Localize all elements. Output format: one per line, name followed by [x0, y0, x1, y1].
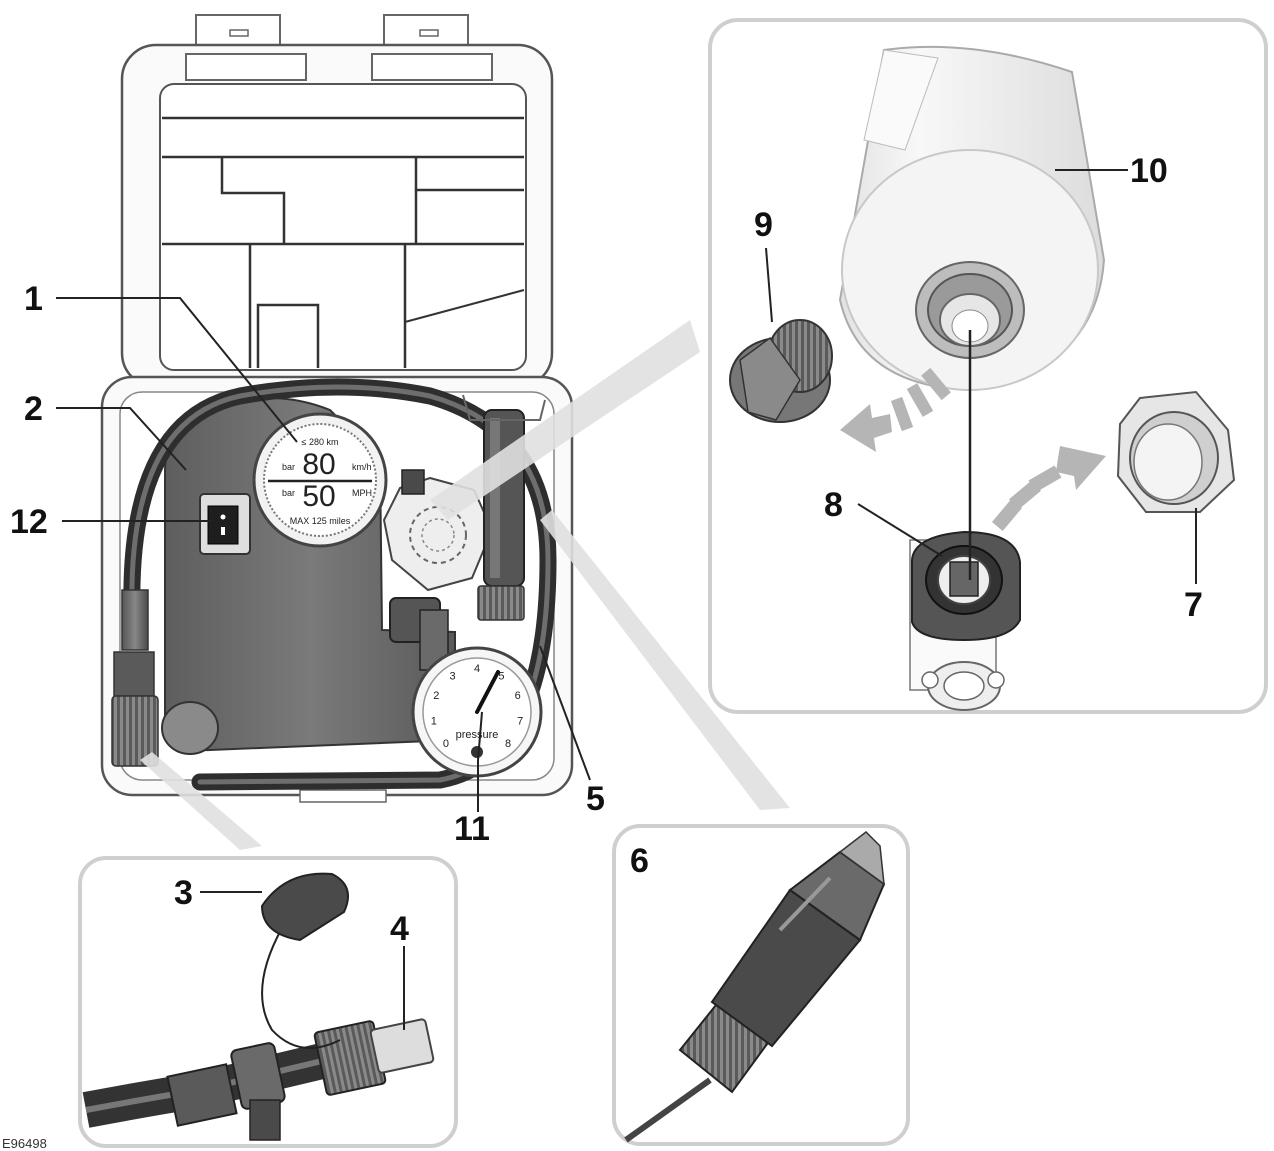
arrow-remove-cap	[840, 367, 951, 452]
speed-mph-value: 50	[302, 480, 335, 513]
gauge-scale-label: 6	[515, 690, 521, 702]
speed-bar-left: bar	[282, 462, 295, 472]
power-plug-panel	[612, 824, 910, 1146]
figure-reference: E96498	[2, 1136, 47, 1151]
callout-3: 3	[174, 874, 193, 912]
speed-kmh-unit: km/h	[352, 462, 372, 472]
sealant-bottle-panel	[708, 18, 1268, 714]
speed-mph-unit: MPH	[352, 488, 372, 498]
callout-6: 6	[630, 842, 649, 880]
hose-end-panel	[78, 856, 458, 1148]
gauge-scale-label: 1	[431, 716, 437, 728]
callout-12: 12	[10, 503, 48, 541]
callout-11: 11	[454, 810, 490, 848]
speed-bar-right: bar	[282, 488, 295, 498]
callout-9: 9	[754, 206, 773, 244]
gauge-label: pressure	[456, 729, 499, 741]
callout-8: 8	[824, 486, 843, 524]
compressor-bottle-connector	[909, 530, 1021, 711]
callout-10: 10	[1130, 152, 1168, 190]
speed-kmh-value: 80	[302, 448, 335, 481]
callout-7: 7	[1184, 586, 1203, 624]
callout-2: 2	[24, 390, 43, 428]
callout-numbers: 1 2 12 5 11 10 9 8 7 3 4 6	[10, 152, 1203, 948]
gauge-scale-label: 3	[450, 670, 456, 682]
gauge-scale-label: 5	[498, 670, 504, 682]
arrow-remove-seal	[991, 446, 1106, 531]
callout-1: 1	[24, 280, 43, 318]
callout-5: 5	[586, 780, 605, 818]
power-switch	[199, 493, 251, 555]
gauge-scale-label: 0	[443, 738, 449, 750]
pressure-gauge: 01 23 4 56 78 pressure	[411, 646, 543, 778]
hose-junction	[389, 597, 449, 671]
lid-compartments	[162, 116, 525, 368]
hose-valve-connector	[111, 589, 159, 767]
leader-lines-main	[56, 297, 591, 812]
seal-cap	[1116, 390, 1236, 513]
callout-4: 4	[390, 910, 409, 948]
speed-max-mph: MAX 125 miles	[290, 516, 351, 526]
gauge-scale: 01 23 4 56 78	[431, 663, 524, 750]
speed-restriction-label: ≤ 280 km 80 km/h bar 50 MPH bar MAX 125 …	[252, 412, 388, 548]
gauge-scale-label: 8	[505, 738, 511, 750]
gauge-scale-label: 4	[474, 663, 480, 675]
speed-max-kmh: ≤ 280 km	[302, 437, 339, 447]
compressor-body	[161, 397, 456, 755]
gauge-scale-label: 7	[517, 716, 523, 728]
bottle-cap-removed	[729, 319, 833, 423]
gauge-scale-label: 2	[433, 690, 439, 702]
zoom-projection-rays	[140, 320, 790, 850]
